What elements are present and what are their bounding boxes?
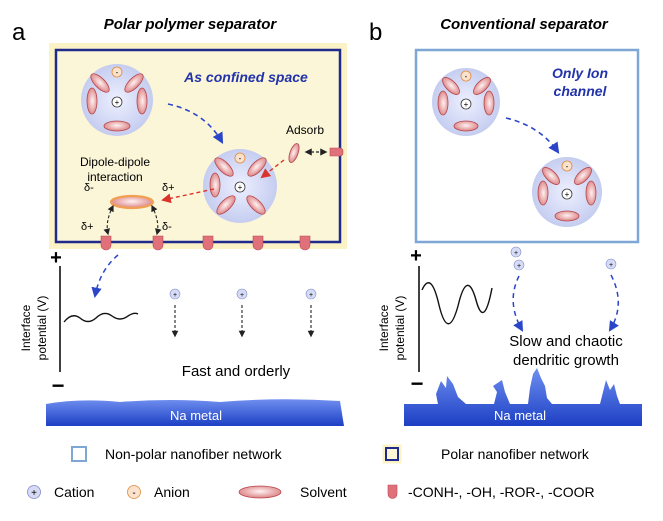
- anion-legend-label: Anion: [154, 484, 190, 500]
- svg-text:-: -: [239, 154, 242, 163]
- svg-text:+: +: [514, 250, 518, 257]
- potential-curve-b: [421, 282, 493, 325]
- delta-minus-left: δ-: [84, 182, 94, 194]
- cation-legend-label: Cation: [54, 484, 94, 500]
- svg-text:+: +: [609, 262, 613, 269]
- anion-legend-icon: [127, 485, 141, 499]
- na-metal-b: [404, 368, 642, 426]
- svg-text:+: +: [238, 183, 243, 192]
- svg-text:+: +: [240, 292, 244, 299]
- svg-text:-: -: [116, 68, 119, 77]
- svg-text:+: +: [517, 263, 521, 270]
- nonpolar-legend-label: Non-polar nanofiber network: [105, 446, 283, 462]
- svg-text:+: +: [31, 488, 37, 499]
- na-metal-label-a: Na metal: [170, 408, 222, 423]
- polarized-solvent: [109, 194, 155, 210]
- adsorb-label: Adsorb: [286, 123, 324, 137]
- polar-legend-label: Polar nanofiber network: [441, 446, 590, 462]
- solvated-cation-cluster: + -: [432, 68, 500, 136]
- polar-group-row: [100, 235, 311, 251]
- cation-flow: + + +: [169, 288, 317, 338]
- delta-plus-right: δ+: [162, 182, 175, 194]
- ylabel-a-line1: Interface: [19, 304, 33, 351]
- slow-label-line1: Slow and chaotic: [509, 333, 623, 350]
- solvent-legend-icon: [238, 485, 282, 499]
- polar-group-site: [329, 147, 344, 157]
- svg-text:+: +: [173, 292, 177, 299]
- svg-text:-: -: [132, 488, 135, 499]
- nonpolar-legend-swatch: [71, 446, 87, 462]
- panel-a-letter: a: [12, 19, 26, 46]
- confined-space-label: As confined space: [183, 69, 308, 85]
- dipole-label-line1: Dipole-dipole: [80, 155, 150, 169]
- cation-flow-chaotic: + + +: [510, 246, 619, 332]
- adsorbed-solvent: [288, 143, 300, 163]
- dipole-label-line2: interaction: [87, 170, 142, 184]
- svg-text:+: +: [309, 292, 313, 299]
- cation-legend-icon: [27, 485, 41, 499]
- axis-minus-b: −: [411, 371, 424, 396]
- ylabel-b-line1: Interface: [377, 304, 391, 351]
- release-arrow: [260, 159, 285, 179]
- polar-group-legend-label: -CONH-, -OH, -ROR-, -COOR: [408, 484, 595, 500]
- svg-text:+: +: [115, 98, 120, 107]
- slow-label-line2: dendritic growth: [513, 352, 619, 369]
- solvated-cation-cluster: + -: [532, 157, 602, 227]
- polar-group-legend-icon: [387, 484, 398, 499]
- ylabel-a-line2: potential (V): [35, 296, 49, 361]
- ion-channel-label-line1: Only Ion: [552, 65, 608, 81]
- delta-plus-bottom: δ+: [81, 221, 94, 233]
- panel-b-letter: b: [369, 19, 382, 46]
- svg-text:+: +: [464, 100, 469, 109]
- solvated-cation-cluster: + -: [203, 149, 277, 223]
- axis-plus-b: +: [410, 245, 422, 267]
- axis-minus-a: −: [52, 373, 65, 398]
- axis-plus-a: +: [50, 247, 62, 269]
- potential-curve-a: [63, 312, 139, 323]
- svg-text:-: -: [566, 162, 569, 171]
- dipole-arrow: [161, 188, 215, 204]
- svg-text:-: -: [465, 72, 468, 81]
- ion-channel-label-line2: channel: [554, 83, 608, 99]
- na-metal-label-b: Na metal: [494, 408, 546, 423]
- delta-minus-bottom: δ-: [162, 221, 172, 233]
- fast-orderly-label: Fast and orderly: [182, 363, 291, 380]
- solvated-cation-cluster: + -: [81, 64, 153, 136]
- panel-a-title: Polar polymer separator: [104, 16, 278, 33]
- solvent-legend-label: Solvent: [300, 484, 347, 500]
- panel-b-title: Conventional separator: [440, 16, 609, 33]
- polar-legend-swatch: [382, 444, 402, 464]
- svg-text:+: +: [565, 190, 570, 199]
- ylabel-b-line2: potential (V): [393, 296, 407, 361]
- na-metal-a: [46, 399, 344, 426]
